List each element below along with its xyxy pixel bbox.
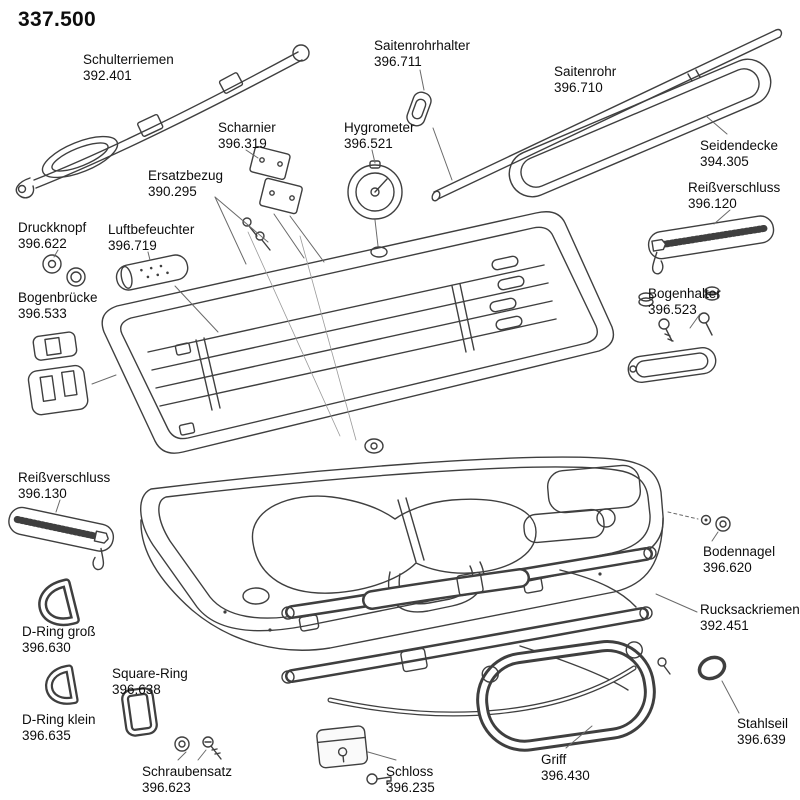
part-label-luftbefeuchter: Luftbefeuchter 396.719 [108, 222, 194, 255]
part-number: 396.620 [703, 560, 752, 576]
part-label-dring-klein: D-Ring klein 396.635 [22, 712, 96, 745]
part-name: Hygrometer [344, 120, 415, 135]
zipper-long-drawing [647, 215, 775, 275]
part-label-hygrometer: Hygrometer 396.521 [344, 120, 415, 153]
part-number: 396.639 [737, 732, 786, 748]
part-number: 396.623 [142, 780, 191, 796]
part-number: 396.120 [688, 196, 737, 212]
part-number: 396.235 [386, 780, 435, 796]
screw-set-drawing [174, 736, 222, 760]
part-name: Saitenrohr [554, 64, 617, 79]
part-number: 396.319 [218, 136, 267, 152]
string-tube-drawing [431, 28, 783, 202]
part-name: Stahlseil [737, 716, 789, 731]
part-label-reissverschluss-120: Reißverschluss 396.120 [688, 180, 780, 213]
part-name: Reißverschluss [688, 180, 781, 195]
part-label-rucksackriemen: Rucksackriemen 392.451 [700, 602, 800, 635]
part-number: 396.622 [18, 236, 67, 252]
part-name: Scharnier [218, 120, 276, 135]
part-label-saitenrohr: Saitenrohr 396.710 [554, 64, 616, 97]
part-label-schloss: Schloss 396.235 [386, 764, 435, 797]
lock-drawing [316, 725, 369, 769]
part-label-schulterriemen: Schulterriemen 392.401 [83, 52, 174, 85]
key-drawing [366, 773, 392, 785]
bow-bridge-drawing [27, 331, 89, 416]
square-ring-drawing [121, 687, 158, 737]
bow-holder-drawing [627, 286, 720, 384]
part-label-ersatzbezug: Ersatzbezug 390.295 [148, 168, 223, 201]
part-number: 396.521 [344, 136, 393, 152]
part-name: Rucksackriemen [700, 602, 800, 617]
part-label-seidendecke: Seidendecke 394.305 [700, 138, 778, 171]
handle-screw-drawing [657, 657, 671, 675]
humidifier-drawing [115, 254, 189, 291]
part-name: D-Ring groß [22, 624, 96, 639]
part-number: 394.305 [700, 154, 749, 170]
part-number: 390.295 [148, 184, 197, 200]
part-label-bodennagel: Bodennagel 396.620 [703, 544, 775, 577]
part-number: 396.711 [374, 54, 422, 70]
hygrometer-drawing [347, 160, 403, 220]
part-name: Schraubensatz [142, 764, 233, 779]
part-label-stahlseil: Stahlseil 396.639 [737, 716, 788, 749]
handle-drawing [476, 640, 656, 752]
part-label-reissverschluss-130: Reißverschluss 396.130 [18, 470, 110, 503]
part-number: 396.630 [22, 640, 71, 656]
part-name: Druckknopf [18, 220, 87, 235]
part-name: Ersatzbezug [148, 168, 224, 183]
part-name: Square-Ring [112, 666, 188, 681]
case-lid-drawing [101, 211, 615, 454]
zipper-short-drawing [8, 506, 115, 571]
part-number: 396.523 [648, 302, 697, 318]
part-number: 396.710 [554, 80, 603, 96]
part-name: Schloss [386, 764, 434, 779]
part-name: Seidendecke [700, 138, 779, 153]
bottom-stud-drawing [700, 514, 731, 532]
leader-lines [53, 69, 740, 761]
part-name: Bodennagel [703, 544, 776, 559]
part-name: Bogenbrücke [18, 290, 98, 305]
part-label-schraubensatz: Schraubensatz 396.623 [142, 764, 232, 797]
part-number: 396.638 [112, 682, 161, 698]
silk-cover-drawing [508, 58, 772, 198]
part-name: Saitenrohrhalter [374, 38, 471, 53]
part-number: 396.430 [541, 768, 590, 784]
part-label-bogenbruecke: Bogenbrücke 396.533 [18, 290, 98, 323]
part-number: 396.719 [108, 238, 157, 254]
hinge-drawing [242, 145, 303, 251]
part-label-square-ring: Square-Ring 396.638 [112, 666, 188, 699]
part-name: Reißverschluss [18, 470, 111, 485]
part-label-dring-gross: D-Ring groß 396.630 [22, 624, 96, 657]
steel-cable-drawing [697, 655, 727, 681]
part-number: 392.451 [700, 618, 749, 634]
snap-button-drawing [42, 254, 86, 287]
part-name: D-Ring klein [22, 712, 96, 727]
part-name: Griff [541, 752, 567, 767]
part-number: 396.533 [18, 306, 67, 322]
part-name: Luftbefeuchter [108, 222, 195, 237]
part-number: 396.635 [22, 728, 71, 744]
d-ring-small-drawing [45, 664, 79, 705]
part-name: Bogenhalter [648, 286, 721, 301]
part-number: 396.130 [18, 486, 67, 502]
shoulder-strap-drawing [15, 44, 310, 199]
part-name: Schulterriemen [83, 52, 174, 67]
part-label-scharnier: Scharnier 396.319 [218, 120, 276, 153]
diagram-title: 337.500 [18, 8, 97, 31]
part-label-saitenrohrhalter: Saitenrohrhalter 396.711 [374, 38, 470, 71]
part-number: 392.401 [83, 68, 132, 84]
part-label-griff: Griff 396.430 [541, 752, 590, 785]
d-ring-large-drawing [38, 578, 80, 627]
part-label-druckknopf: Druckknopf 396.622 [18, 220, 86, 253]
part-label-bogenhalter: Bogenhalter 396.523 [648, 286, 721, 319]
string-tube-holder-drawing [406, 91, 432, 127]
backpack-straps-drawing [281, 546, 657, 717]
